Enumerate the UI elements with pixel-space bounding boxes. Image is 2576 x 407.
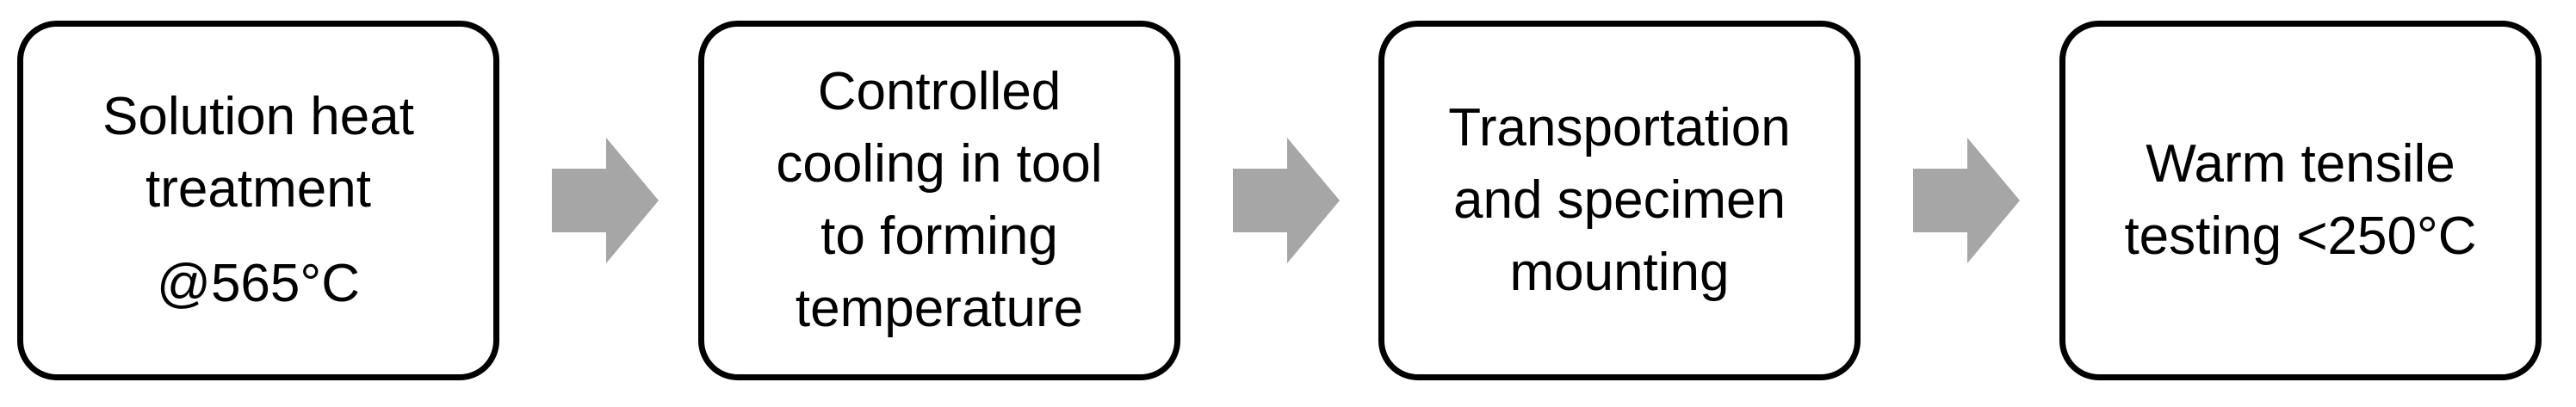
step-transportation-mounting: Transportation and specimen mounting <box>1378 21 1861 380</box>
step-2-line-3: to forming <box>820 207 1058 266</box>
arrow-right-icon <box>552 138 659 263</box>
arrow-right-icon <box>1913 138 2020 263</box>
step-warm-tensile-testing: Warm tensile testing <250°C <box>2059 21 2542 380</box>
step-3-line-1: Transportation <box>1448 98 1791 157</box>
step-1-line-3: @565°C <box>157 254 360 313</box>
step-2-line-1: Controlled <box>817 62 1062 121</box>
step-3-line-3: mounting <box>1509 243 1730 302</box>
step-4-line-1: Warm tensile <box>2146 134 2455 194</box>
step-2-line-4: temperature <box>795 279 1084 338</box>
step-2-line-2: cooling in tool <box>776 134 1103 194</box>
step-1-line-2: treatment <box>146 159 371 219</box>
arrow-right-icon <box>1233 138 1340 263</box>
step-1-line-1: Solution heat <box>102 87 414 146</box>
step-4-line-2: testing <250°C <box>2124 207 2477 266</box>
step-3-line-2: and specimen <box>1452 170 1786 230</box>
step-controlled-cooling: Controlled cooling in tool to forming te… <box>698 21 1180 380</box>
step-solution-heat-treatment: Solution heat treatment @565°C <box>17 21 499 380</box>
